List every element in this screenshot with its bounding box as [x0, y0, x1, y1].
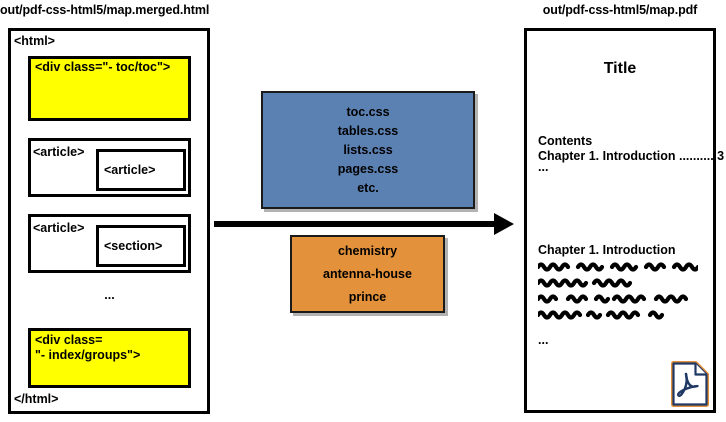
nested-section-node: [96, 225, 186, 267]
html-open-tag: <html>: [14, 34, 55, 48]
index-div-label: <div class= "- index/groups">: [35, 333, 141, 362]
css-file-item: etc.: [357, 180, 379, 195]
index-div-node: [28, 328, 191, 388]
vendor-item: antenna-house: [323, 266, 412, 281]
pdf-contents-heading: Contents: [538, 134, 593, 148]
html-nodes-ellipsis: ...: [104, 288, 115, 302]
right-panel-caption: out/pdf-css-html5/map.pdf: [542, 3, 698, 17]
pdf-document-title: Title: [603, 60, 637, 77]
pdf-toc-entry: Chapter 1. Introduction .......... 3: [538, 149, 725, 163]
html-close-tag: </html>: [14, 392, 59, 406]
transform-arrow-icon: [214, 213, 514, 235]
formatter-vendors-list: chemistry antenna-house prince: [292, 237, 443, 311]
pdf-chapter-heading: Chapter 1. Introduction: [538, 243, 676, 257]
css-file-item: toc.css: [346, 104, 390, 119]
vendor-item: chemistry: [337, 243, 398, 258]
article-node-1-label: <article>: [33, 145, 85, 159]
toc-div-label: <div class="- toc/toc">: [35, 60, 171, 74]
article-node-2-label: <article>: [33, 221, 85, 235]
css-file-item: lists.css: [343, 142, 393, 157]
vendor-item: prince: [348, 289, 387, 304]
pdf-output-panel: [524, 28, 716, 413]
css-file-item: pages.css: [337, 161, 399, 176]
css-files-list: toc.css tables.css lists.css pages.css e…: [263, 93, 473, 207]
css-files-box: toc.css tables.css lists.css pages.css e…: [261, 91, 475, 209]
nested-section-label: <section>: [104, 239, 163, 253]
pdf-file-icon: [671, 361, 709, 407]
pdf-body-text-scribbles: [538, 262, 698, 320]
pdf-body-ellipsis: ...: [538, 333, 549, 347]
left-panel-caption: out/pdf-css-html5/map.merged.html: [0, 3, 210, 17]
toc-div-node: [28, 56, 191, 121]
formatter-vendors-box: chemistry antenna-house prince: [290, 235, 445, 313]
pdf-toc-ellipsis: ...: [538, 160, 549, 174]
css-file-item: tables.css: [337, 123, 399, 138]
nested-article-node: [96, 149, 186, 191]
nested-article-label: <article>: [104, 163, 156, 177]
